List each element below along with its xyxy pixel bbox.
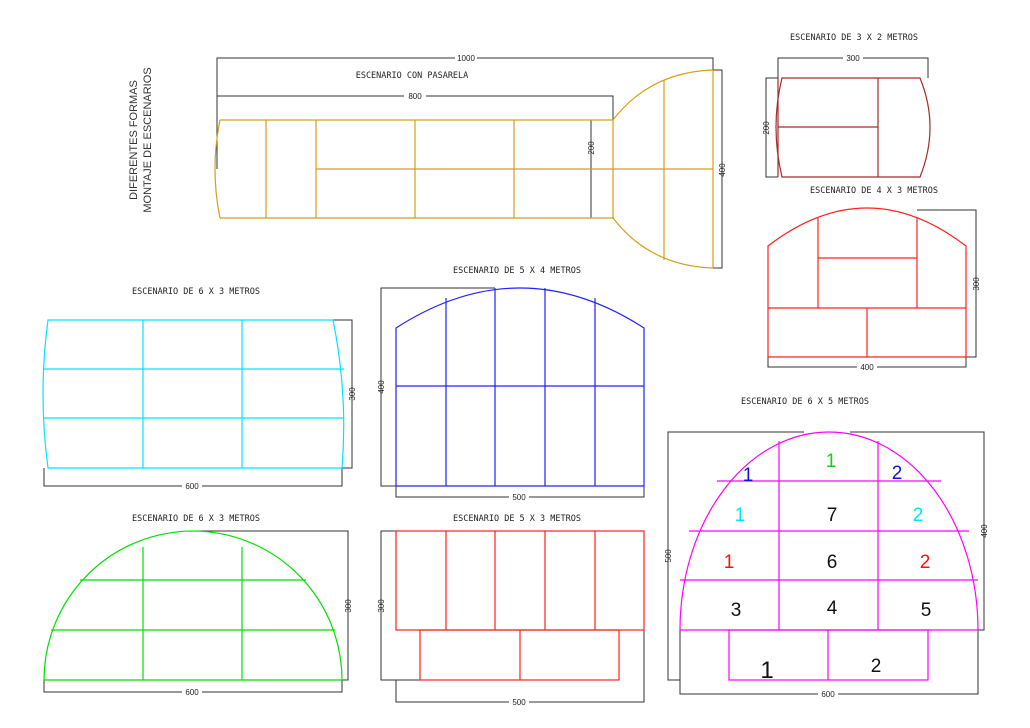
stage-title: ESCENARIO DE 6 X 5 METROS <box>741 397 869 407</box>
module-number: 3 <box>731 600 742 621</box>
stage-outline <box>767 207 967 358</box>
stage-outline <box>395 530 645 681</box>
stage-title: ESCENARIO DE 5 X 3 METROS <box>453 514 581 524</box>
stage-6x5: ESCENARIO DE 6 X 5 METROS 600 500 400 11… <box>664 397 989 699</box>
module-number: 1 <box>743 465 754 486</box>
dimension-label: 500 <box>512 698 526 707</box>
dimension-label: 300 <box>344 599 353 613</box>
module-number: 1 <box>724 552 735 573</box>
dimension-label: 400 <box>377 380 386 394</box>
dimension-label: 400 <box>980 524 989 538</box>
module-number: 4 <box>827 598 838 619</box>
module-labels: 1 1 2 1 7 2 1 6 2 3 4 5 1 2 <box>724 451 932 684</box>
stage-5x3: ESCENARIO DE 5 X 3 METROS 500 300 <box>377 514 645 707</box>
module-number: 5 <box>921 600 932 621</box>
heading-line2: MONTAJE DE ESCENARIOS <box>142 67 154 212</box>
dimension-label: 600 <box>185 482 199 491</box>
dimension-label: 300 <box>972 277 981 291</box>
stage-pasarela: ESCENARIO CON PASARELA 1000 800 200 400 <box>214 53 727 269</box>
stage-outline <box>679 431 979 681</box>
stage-6x3-rect: ESCENARIO DE 6 X 3 METROS 600 300 <box>42 287 357 491</box>
dimension-label: 200 <box>587 141 596 155</box>
module-number: 7 <box>827 505 838 526</box>
dimension-label: 300 <box>846 54 860 63</box>
dimension-label: 300 <box>377 599 386 613</box>
module-number: 2 <box>913 505 924 526</box>
stage-outline <box>42 319 345 469</box>
stage-4x3: ESCENARIO DE 4 X 3 METROS 400 300 <box>767 186 981 372</box>
stage-5x4: ESCENARIO DE 5 X 4 METROS 500 400 <box>377 266 645 502</box>
module-number: 2 <box>871 656 882 677</box>
dimension-label: 500 <box>512 493 526 502</box>
drawing-heading: DIFERENTES FORMAS MONTAJE DE ESCENARIOS <box>128 67 154 212</box>
stage-outline <box>43 530 343 681</box>
dimension-label: 800 <box>408 92 422 101</box>
stage-title: ESCENARIO DE 3 X 2 METROS <box>790 33 918 43</box>
stage-title: ESCENARIO DE 6 X 3 METROS <box>132 287 260 297</box>
stage-title: ESCENARIO DE 6 X 3 METROS <box>132 514 260 524</box>
stage-title: ESCENARIO DE 5 X 4 METROS <box>453 266 581 276</box>
stage-3x2: ESCENARIO DE 3 X 2 METROS 300 200 <box>762 33 931 178</box>
dimension-label: 300 <box>348 387 357 401</box>
module-number: 1 <box>760 657 773 684</box>
stage-outline <box>775 77 931 178</box>
stage-title: ESCENARIO DE 4 X 3 METROS <box>810 186 938 196</box>
module-number: 6 <box>827 552 838 573</box>
module-number: 1 <box>735 505 746 526</box>
stage-6x3-arc: ESCENARIO DE 6 X 3 METROS 600 300 <box>43 514 353 697</box>
heading-line1: DIFERENTES FORMAS <box>128 80 140 200</box>
dimension-label: 200 <box>762 121 771 135</box>
module-number: 1 <box>826 451 837 472</box>
module-number: 2 <box>892 463 903 484</box>
module-number: 2 <box>920 552 931 573</box>
dimension-label: 1000 <box>457 54 475 63</box>
dimension-label: 500 <box>664 549 673 563</box>
dimension-label: 400 <box>860 363 874 372</box>
stage-outline <box>395 287 645 487</box>
dimension-label: 600 <box>821 690 835 699</box>
dimension-label: 600 <box>185 688 199 697</box>
stage-title: ESCENARIO CON PASARELA <box>356 71 469 81</box>
stage-outline <box>214 69 714 269</box>
dimension-label: 400 <box>718 163 727 177</box>
